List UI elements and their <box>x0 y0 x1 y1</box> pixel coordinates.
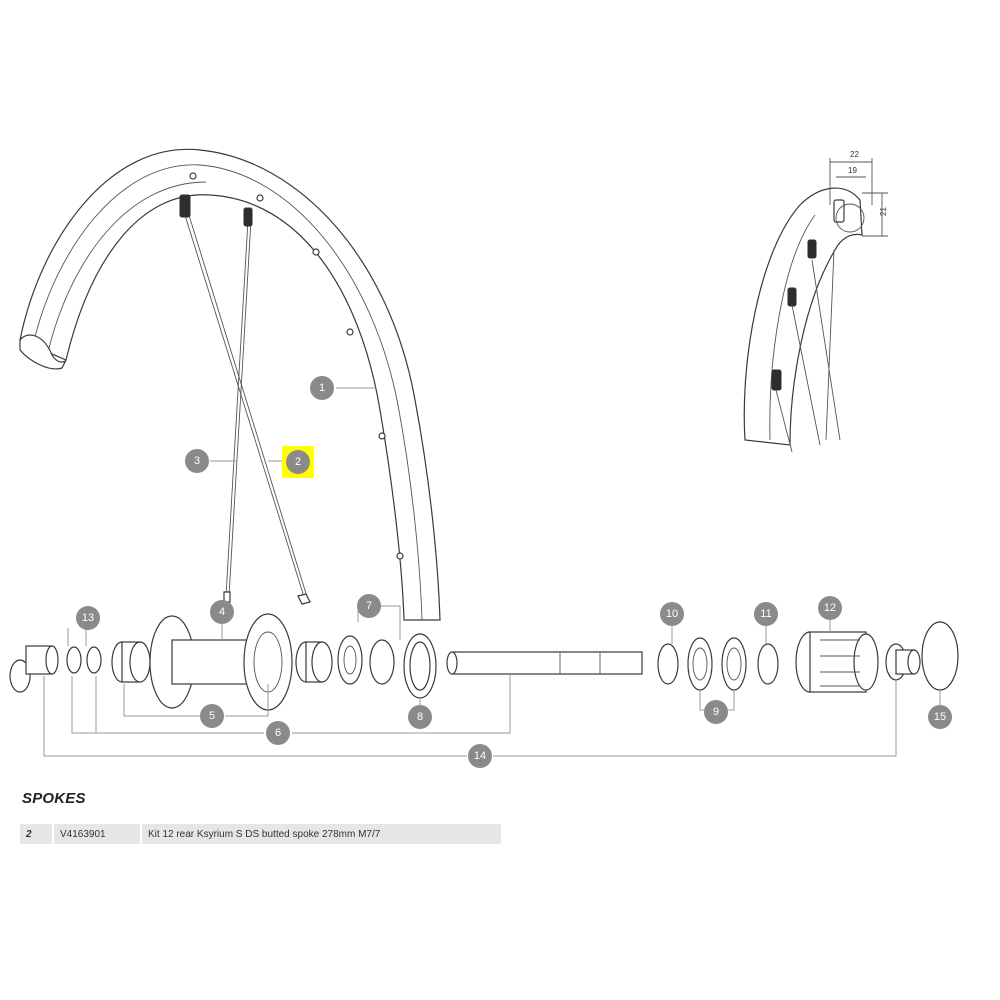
dimension-21: 21 <box>879 207 888 216</box>
parts-table: 2 V4163901 Kit 12 rear Ksyrium S DS butt… <box>20 824 501 844</box>
callout-8[interactable]: 8 <box>408 705 432 729</box>
leader-lines <box>43 387 941 757</box>
exploded-wheel-diagram: 22 19 21 <box>9 148 959 768</box>
callout-7[interactable]: 7 <box>357 594 381 618</box>
callout-9[interactable]: 9 <box>704 700 728 724</box>
svg-text:9: 9 <box>713 706 719 718</box>
svg-text:10: 10 <box>666 608 678 620</box>
callout-5[interactable]: 5 <box>200 704 224 728</box>
svg-text:5: 5 <box>209 710 215 722</box>
svg-text:12: 12 <box>824 602 836 614</box>
callout-2[interactable]: 2 <box>286 450 310 474</box>
part-reference: V4163901 <box>53 824 142 844</box>
callout-15[interactable]: 15 <box>928 705 952 729</box>
svg-text:2: 2 <box>295 456 301 468</box>
spokes <box>179 194 311 605</box>
part-number: 2 <box>20 824 54 844</box>
svg-text:14: 14 <box>474 750 486 762</box>
section-title-spokes: SPOKES <box>22 790 86 807</box>
callout-4[interactable]: 4 <box>210 600 234 624</box>
rim-section-detail <box>743 187 865 453</box>
callout-11[interactable]: 11 <box>754 602 778 626</box>
part-description: Kit 12 rear Ksyrium S DS butted spoke 27… <box>141 824 501 844</box>
nipple-icon <box>179 194 191 218</box>
callout-10[interactable]: 10 <box>660 602 684 626</box>
svg-text:13: 13 <box>82 612 94 624</box>
svg-text:1: 1 <box>319 382 325 394</box>
dimension-22: 22 <box>850 150 859 159</box>
callout-14[interactable]: 14 <box>468 744 492 768</box>
svg-text:4: 4 <box>219 606 225 618</box>
nipple-icon <box>243 207 253 227</box>
callout-1[interactable]: 1 <box>310 376 334 400</box>
callout-13[interactable]: 13 <box>76 606 100 630</box>
svg-text:8: 8 <box>417 711 423 723</box>
hub-assembly <box>9 613 959 711</box>
dimension-annotations: 22 19 21 <box>829 150 888 237</box>
callout-6[interactable]: 6 <box>266 721 290 745</box>
callout-12[interactable]: 12 <box>818 596 842 620</box>
svg-text:15: 15 <box>934 711 946 723</box>
svg-text:11: 11 <box>760 608 771 620</box>
svg-text:3: 3 <box>194 455 200 467</box>
table-row[interactable]: 2 V4163901 Kit 12 rear Ksyrium S DS butt… <box>20 824 501 844</box>
svg-text:7: 7 <box>366 600 372 612</box>
callout-3[interactable]: 3 <box>185 449 209 473</box>
dimension-19: 19 <box>848 166 857 175</box>
svg-text:6: 6 <box>275 727 281 739</box>
rim <box>19 148 441 621</box>
